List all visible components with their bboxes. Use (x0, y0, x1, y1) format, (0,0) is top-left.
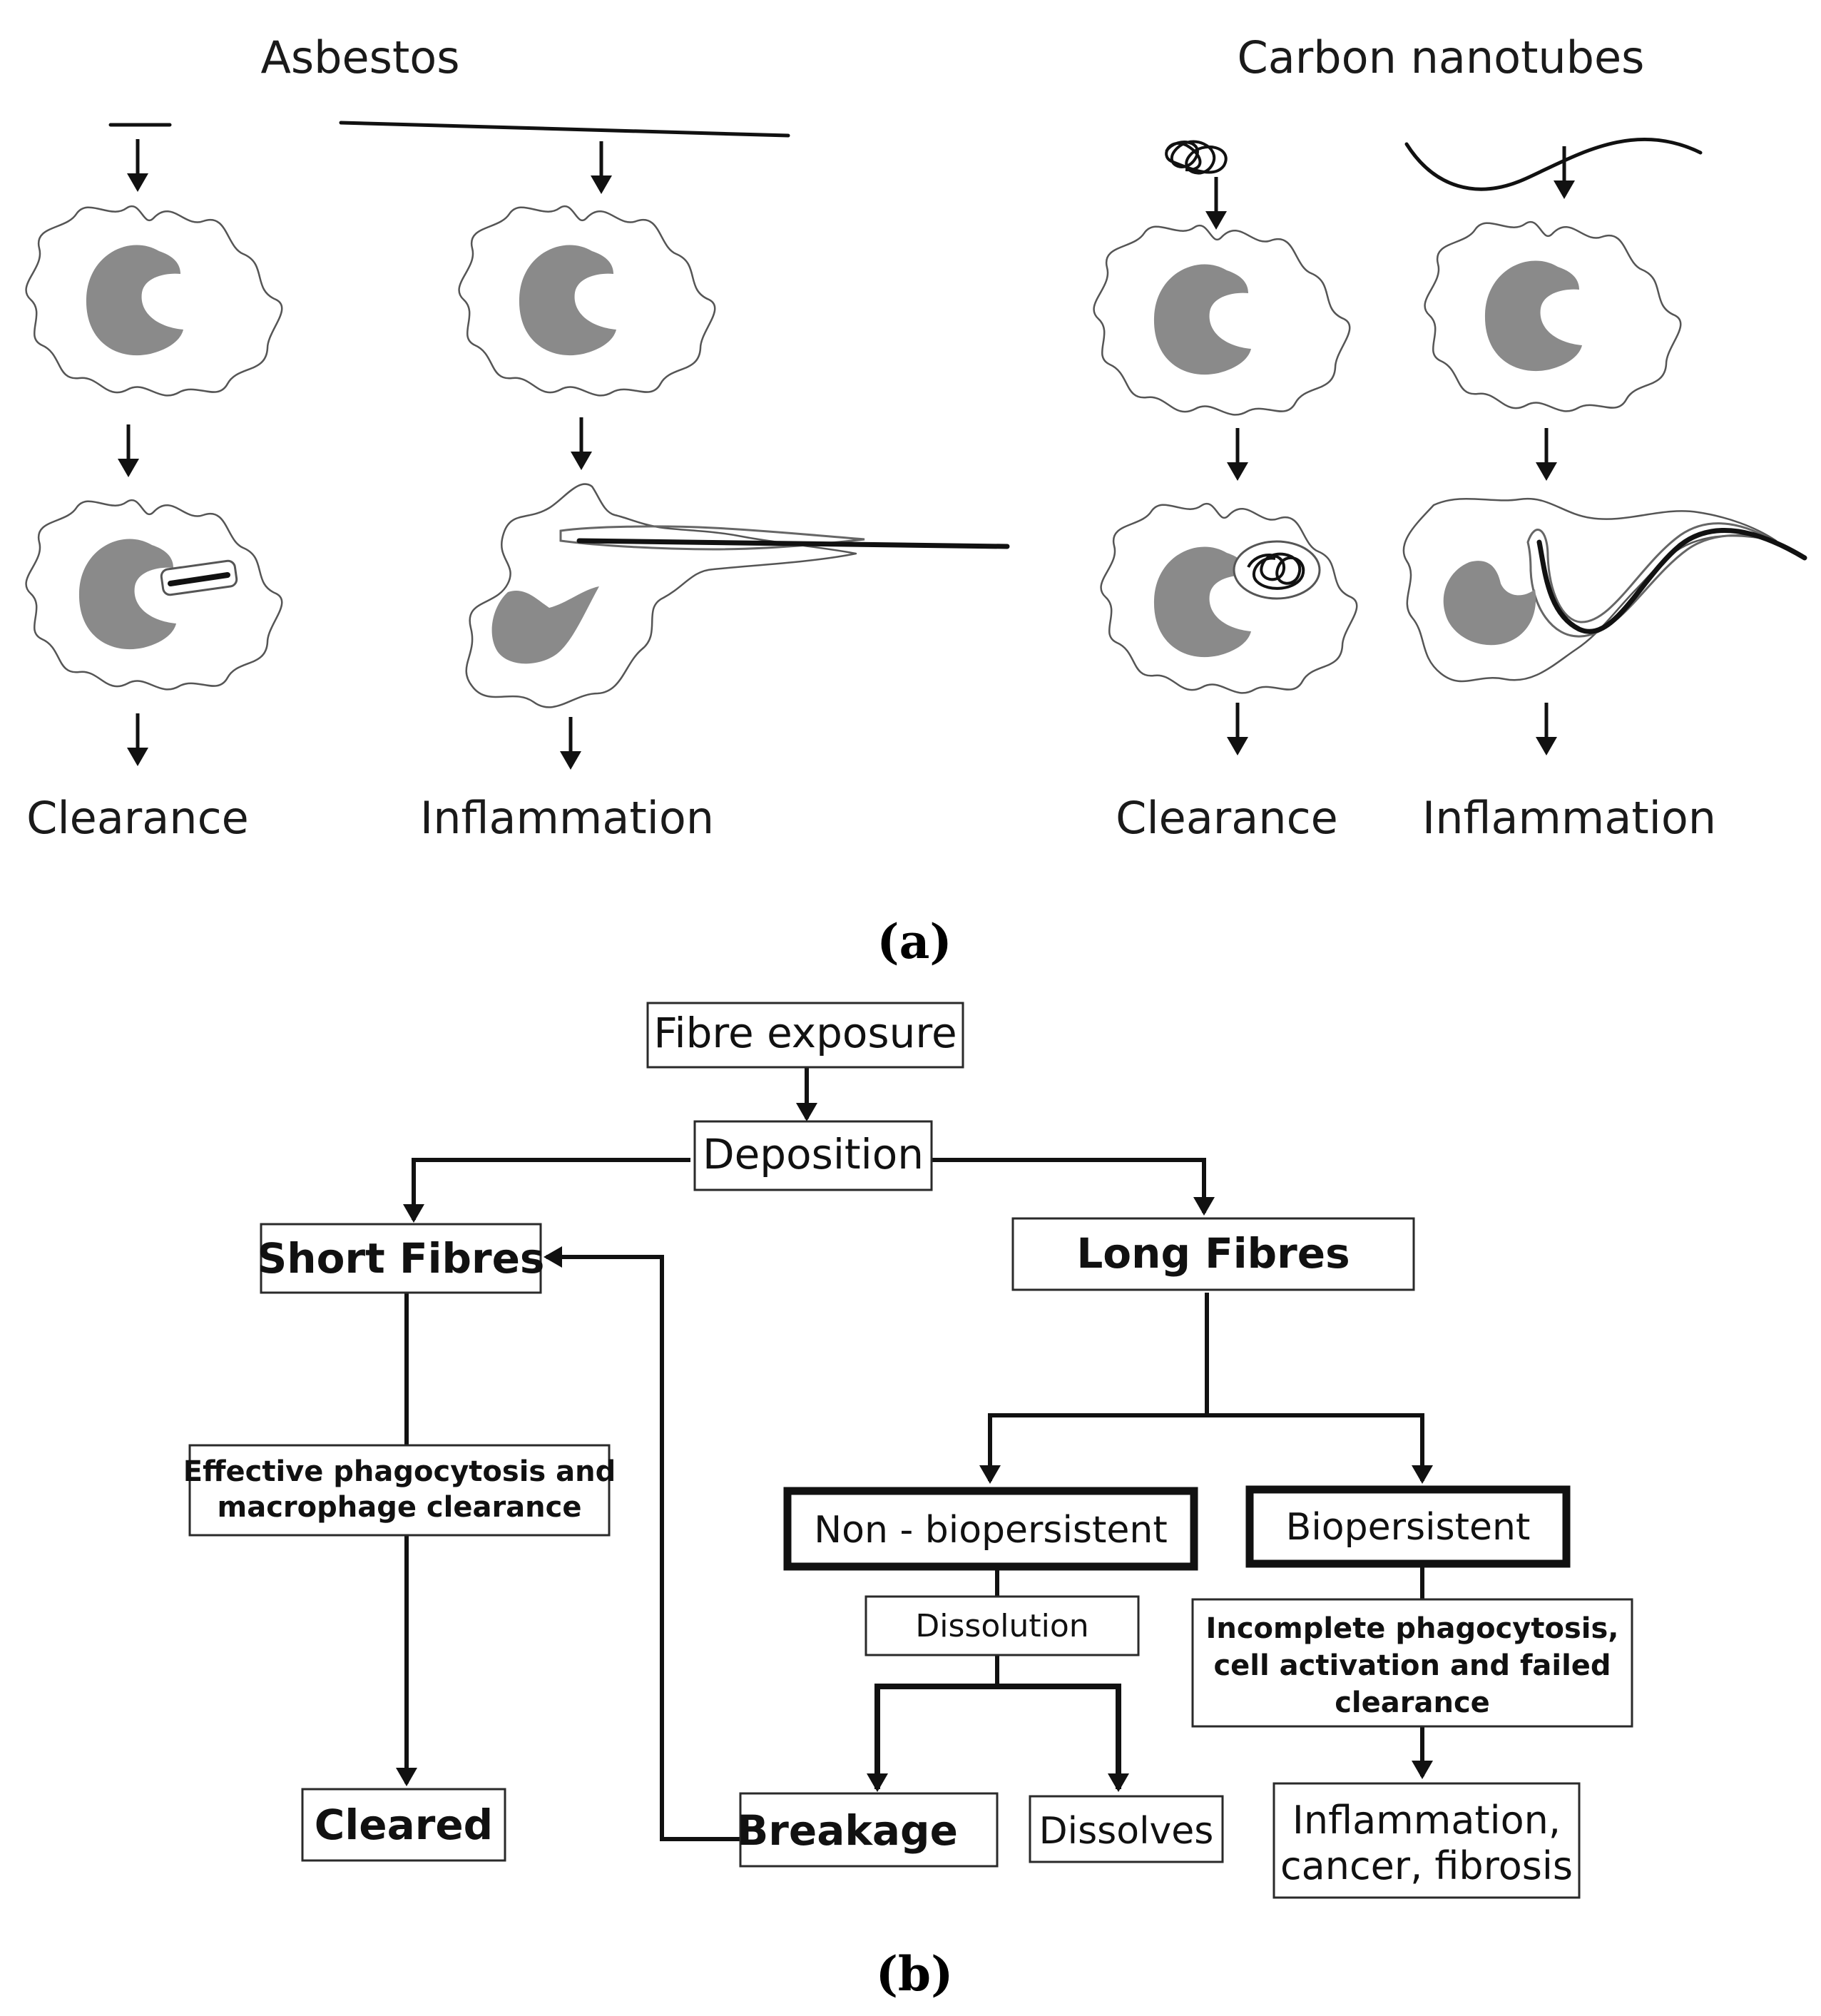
short-fibres-text: Short Fibres (257, 1234, 545, 1283)
box-fibre-exposure: Fibre exposure (646, 1002, 964, 1069)
elongated-cell-outline (465, 483, 857, 708)
macrophage-frustrated-phagocytosis (465, 483, 1010, 708)
inflammation-line1: Inflammation, (1292, 1798, 1561, 1843)
cnt-tangled-column: Clearance (1093, 140, 1358, 844)
nucleus (1443, 561, 1536, 646)
macrophage-with-engulfed-fibre (25, 499, 283, 691)
box-long-fibres: Long Fibres (1011, 1217, 1415, 1291)
cnt-title: Carbon nanotubes (1238, 31, 1645, 83)
panel-b-label: (b) (876, 1946, 954, 2002)
box-inflammation-cancer-fibrosis: Inflammation, cancer, fibrosis (1272, 1782, 1581, 1899)
inflammation-line2: cancer, fibrosis (1280, 1843, 1573, 1888)
long-nanotube-engulfed (1536, 528, 1807, 634)
dissolution-text: Dissolution (915, 1608, 1088, 1644)
incomplete-line3: clearance (1335, 1686, 1490, 1719)
arrow-deposition-to-long (932, 1158, 1215, 1216)
asbestos-long-column: Inflammation (339, 121, 1010, 844)
box-dissolves: Dissolves (1029, 1795, 1224, 1863)
incomplete-line2: cell activation and failed (1213, 1649, 1611, 1682)
macrophage-cell (1424, 220, 1682, 412)
asbestos-title: Asbestos (260, 31, 459, 83)
box-biopersistent: Biopersistent (1245, 1485, 1571, 1568)
box-breakage: Breakage (737, 1792, 999, 1868)
outcome-inflammation: Inflammation (1422, 792, 1716, 844)
macrophage-cell (25, 205, 283, 397)
macrophage-cell (1093, 224, 1351, 416)
deposition-text: Deposition (703, 1130, 924, 1178)
breakage-text: Breakage (737, 1806, 958, 1855)
panel-a-label: (a) (877, 914, 952, 969)
box-short-fibres: Short Fibres (257, 1223, 545, 1294)
box-effective-phagocytosis: Effective phagocytosis and macrophage cl… (183, 1444, 616, 1537)
box-non-biopersistent: Non - biopersistent (783, 1487, 1198, 1571)
incomplete-line1: Incomplete phagocytosis, (1205, 1612, 1618, 1645)
panel-b: Fibre exposure Deposition Short Fibres L… (183, 1002, 1633, 2002)
box-cleared: Cleared (301, 1788, 506, 1862)
cnt-long-column: Inflammation (1402, 137, 1807, 844)
arrow-breakage-to-short (544, 1246, 740, 1841)
arrow-deposition-to-short (403, 1158, 690, 1223)
tangled-nanotube (1165, 140, 1228, 175)
long-asbestos-fibre (339, 121, 790, 138)
outcome-clearance: Clearance (26, 792, 249, 844)
long-fibre-protruding (576, 538, 1010, 549)
arrow-long-to-bio (1207, 1413, 1433, 1484)
arrow-dissolution-to-dissolves (997, 1684, 1129, 1792)
long-fibres-text: Long Fibres (1076, 1229, 1350, 1278)
outcome-inflammation: Inflammation (420, 792, 714, 844)
nucleus (491, 586, 599, 664)
asbestos-short-column: Clearance (25, 123, 283, 844)
biopersistent-text: Biopersistent (1286, 1506, 1531, 1549)
engulfed-fibre (168, 572, 230, 586)
dissolves-text: Dissolves (1039, 1810, 1214, 1853)
macrophage-cell (458, 205, 716, 397)
phagosome-membrane (559, 525, 865, 551)
macrophage-frustrated-phagocytosis (1402, 497, 1807, 683)
arrow-long-to-nonbio (979, 1413, 1207, 1484)
engulfed-tangle (1247, 552, 1305, 590)
long-nanotube (1404, 137, 1703, 191)
effective-line1: Effective phagocytosis and (183, 1455, 616, 1488)
effective-line2: macrophage clearance (218, 1491, 582, 1524)
non-biopersistent-text: Non - biopersistent (814, 1509, 1168, 1552)
fibre-exposure-text: Fibre exposure (653, 1009, 957, 1057)
macrophage-with-engulfed-tangle (1100, 502, 1358, 694)
cleared-text: Cleared (315, 1801, 493, 1849)
box-dissolution: Dissolution (864, 1595, 1140, 1656)
flow-connectors (396, 1067, 1433, 1841)
outcome-clearance: Clearance (1116, 792, 1338, 844)
arrow-dissolution-to-breakage (867, 1684, 997, 1792)
panel-a: Asbestos Carbon nanotubes Clearance (25, 31, 1807, 969)
box-incomplete-phagocytosis: Incomplete phagocytosis, cell activation… (1191, 1598, 1633, 1728)
box-deposition: Deposition (693, 1120, 933, 1191)
